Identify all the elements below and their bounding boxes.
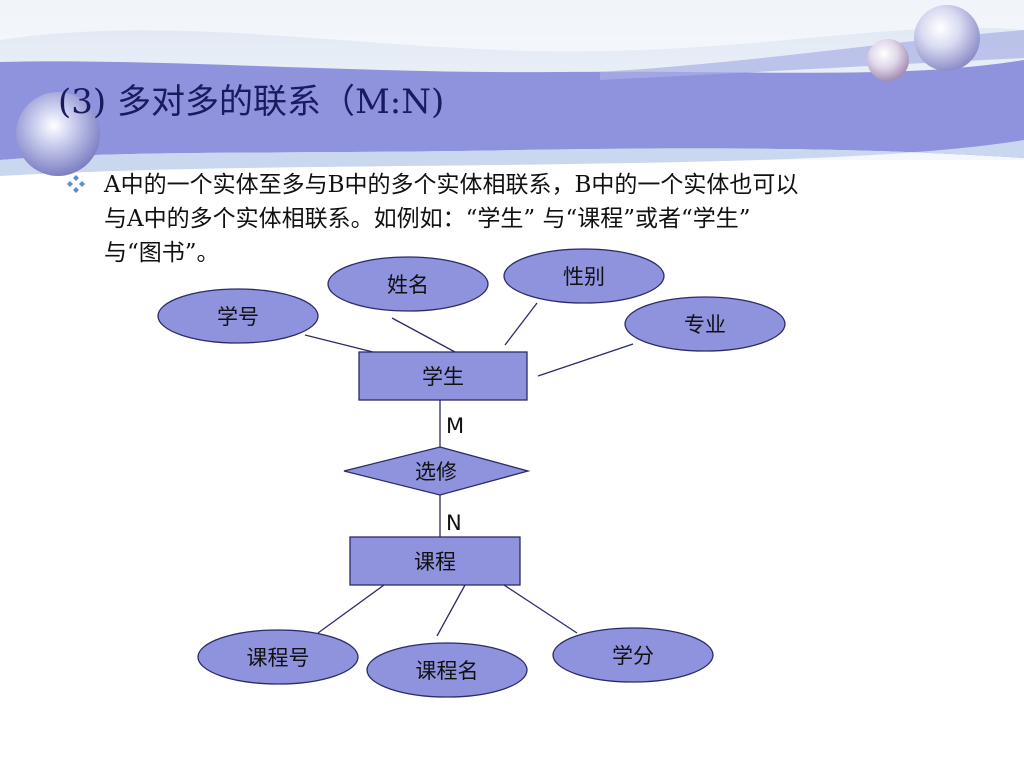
attribute-student-gender: 性别 (503, 248, 665, 304)
decorative-sphere-large (914, 5, 980, 71)
attribute-course-number-label: 课程号 (247, 646, 310, 670)
cardinality-m: M (446, 414, 464, 438)
line-student-name (391, 317, 456, 353)
relationship-diamond: 选修 (343, 446, 531, 496)
connector-lines (304, 302, 634, 637)
line-student-gender (504, 302, 538, 346)
entity-course-label: 课程 (414, 550, 456, 574)
attribute-course-credit: 学分 (552, 627, 714, 683)
title-band (0, 60, 1024, 160)
attribute-student-name: 姓名 (327, 256, 489, 312)
attribute-student-major-label: 专业 (684, 313, 726, 337)
line-course-name (436, 584, 466, 637)
attribute-student-number: 学号 (157, 288, 319, 344)
attribute-student-number-label: 学号 (217, 305, 259, 329)
line-course-credit (503, 584, 578, 634)
bullet-line-1: A中的一个实体至多与B中的多个实体相联系，B中的一个实体也可以 (104, 172, 799, 198)
attribute-course-number: 课程号 (197, 629, 359, 685)
slide-title: (3) 多对多的联系（M:N) (58, 82, 445, 122)
entity-student-label: 学生 (422, 365, 464, 389)
relationship-label: 选修 (415, 460, 457, 484)
decorative-sphere-left (16, 92, 100, 176)
attribute-course-name: 课程名 (366, 642, 528, 698)
attribute-course-credit-label: 学分 (612, 644, 654, 668)
header-highlight-wave (0, 0, 1024, 52)
line-student-major (537, 343, 634, 377)
attribute-student-name-label: 姓名 (387, 273, 429, 297)
line-student-number (304, 334, 374, 353)
attribute-course-name-label: 课程名 (416, 659, 479, 683)
attribute-student-gender-label: 性别 (563, 265, 605, 289)
bullet-line-2: 与A中的多个实体相联系。如例如：“学生” 与“课程”或者“学生” (104, 206, 751, 232)
attribute-student-major: 专业 (624, 296, 786, 352)
line-course-number (317, 584, 385, 634)
diamond-cluster-bullet-icon (67, 175, 85, 193)
entity-course: 课程 (349, 536, 521, 586)
title-band-shadow (0, 140, 1024, 176)
bullet-paragraph: A中的一个实体至多与B中的多个实体相联系，B中的一个实体也可以 与A中的多个实体… (104, 168, 984, 270)
decorative-sphere-small (867, 39, 909, 81)
cardinality-n: N (446, 511, 462, 535)
bullet-line-3: 与“图书”。 (104, 240, 220, 266)
entity-student: 学生 (358, 351, 528, 401)
